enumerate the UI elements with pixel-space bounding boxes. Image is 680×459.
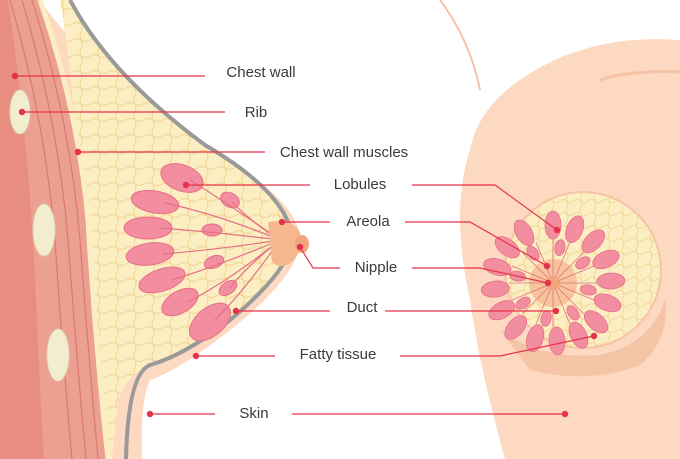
rib-shape <box>47 329 69 381</box>
label-duct: Duct <box>347 299 378 317</box>
right-breast-fat <box>505 192 661 348</box>
rib-shape <box>33 204 55 256</box>
label-areola: Areola <box>346 213 389 231</box>
label-skin: Skin <box>239 405 268 423</box>
label-chest-wall: Chest wall <box>226 64 295 82</box>
label-nipple: Nipple <box>355 259 398 277</box>
label-fatty-tissue: Fatty tissue <box>300 346 377 364</box>
label-chest-wall-muscles: Chest wall muscles <box>280 144 408 162</box>
label-lobules: Lobules <box>334 176 387 194</box>
label-rib: Rib <box>245 104 268 122</box>
